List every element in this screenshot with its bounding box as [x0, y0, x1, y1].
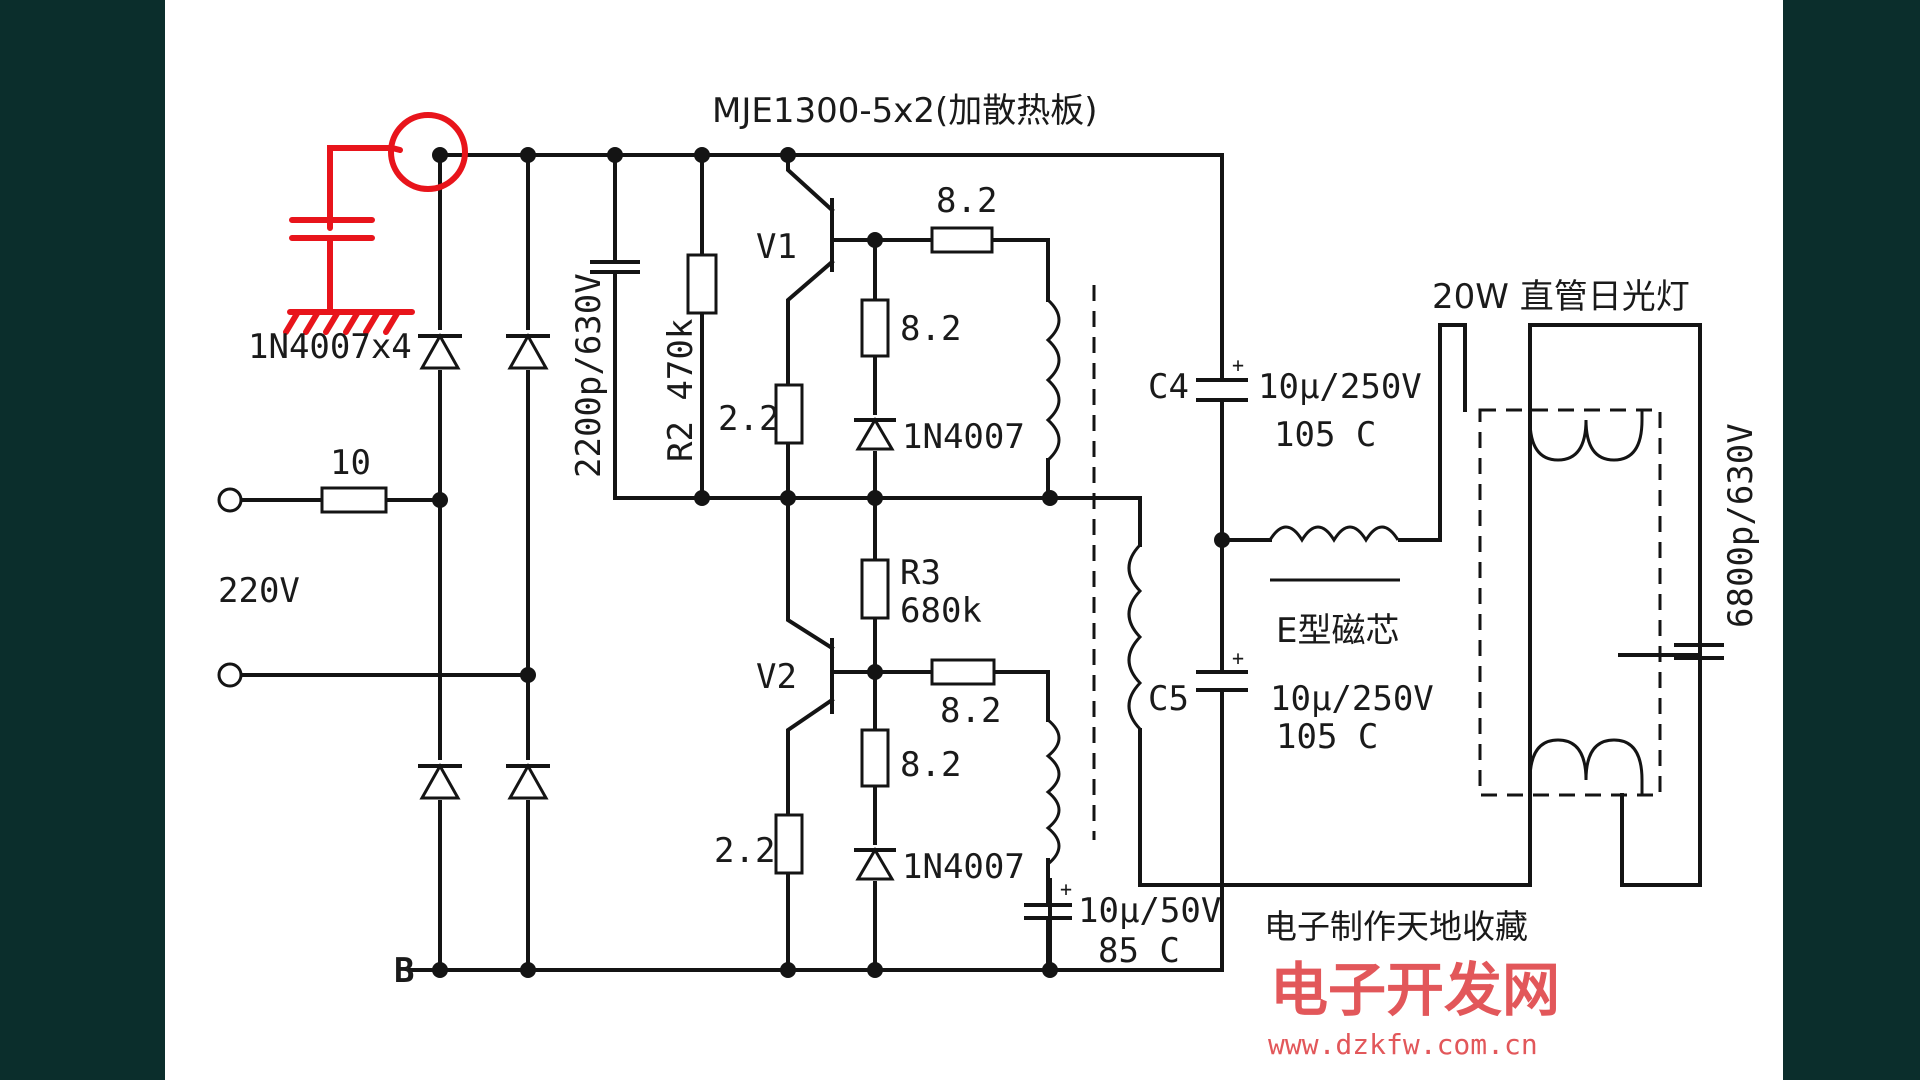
v2-base-wire: [830, 670, 1050, 722]
cap-6800p-label: 6800p/630V: [1721, 423, 1761, 628]
diode-v2-icon: [854, 845, 896, 881]
diode-d2-icon: [507, 332, 549, 370]
c5-name-label: C5: [1148, 679, 1189, 719]
cap-c4: +: [1196, 353, 1248, 402]
r-emit-v2-label: 8.2: [900, 745, 961, 785]
input-terminal-top: [217, 487, 243, 513]
v1-label: V1: [756, 227, 797, 267]
v1-collector-wire: [786, 153, 835, 213]
diode-v1-icon: [854, 415, 896, 451]
coil-feedback-1-icon: [1045, 298, 1061, 462]
v1-emitter-wire: [786, 259, 835, 500]
resistor-r-e1: [774, 383, 804, 445]
ground-node-label: B: [394, 951, 414, 991]
svg-text:+: +: [1232, 646, 1244, 670]
lamp-filament-bottom-icon: [1528, 738, 1644, 795]
ballast-inductor-icon: [1268, 525, 1400, 543]
output-loop-wire: [1138, 323, 1702, 887]
cap-6800p: [1674, 643, 1724, 660]
transistor-note-label: MJE1300-5x2(加散热板): [712, 91, 1098, 131]
diode-v2-label: 1N4007: [902, 847, 1025, 887]
r3-name-label: R3: [900, 553, 941, 593]
c5-bottom-wire: [1048, 688, 1224, 972]
r-e1-label: 2.2: [718, 399, 779, 439]
r-e2-label: 2.2: [714, 831, 775, 871]
c5-temp-label: 105 C: [1276, 717, 1378, 757]
cap-2200p: [590, 260, 640, 274]
c4-name-label: C4: [1148, 367, 1189, 407]
labels: MJE1300-5x2(加散热板) 20W 直管日光灯 1N4007x4 10 …: [218, 91, 1761, 991]
svg-text:+: +: [1232, 353, 1244, 377]
bridge-diodes-label: 1N4007x4: [248, 327, 412, 367]
diode-d3-icon: [419, 762, 461, 800]
annotation-ground-icon: [283, 309, 415, 335]
resistor-r2: [686, 253, 718, 315]
midpoint-rail: [613, 270, 1052, 500]
schematic-sheet: [165, 0, 1783, 1080]
small-cap-temp-label: 85 C: [1098, 931, 1180, 971]
svg-text:+: +: [1060, 877, 1072, 901]
r-base-v1-label: 8.2: [936, 181, 997, 221]
c4-value-label: 10μ/250V: [1258, 367, 1422, 407]
cap-c5: +: [1196, 646, 1248, 692]
r-base-v2-label: 8.2: [940, 691, 1001, 731]
primary-top-wire: [1048, 496, 1142, 547]
cap-2200p-label: 2200p/630V: [569, 273, 609, 478]
r2-label: R2 470k: [661, 319, 701, 462]
fluorescent-lamp: [1463, 323, 1662, 887]
diode-d1-icon: [419, 332, 461, 370]
coil-primary-icon: [1127, 543, 1143, 731]
v2-label: V2: [756, 657, 797, 697]
fuse-resistor-label: 10: [330, 443, 371, 483]
transformer: [1045, 285, 1143, 866]
red-annotation: [283, 112, 468, 335]
v2-emitter-wire: [786, 697, 835, 972]
annotation-wire: [327, 145, 403, 231]
resistor-r-be1: [860, 298, 890, 358]
watermark-text: 电子开发网: [1270, 956, 1560, 1024]
lamp-label: 20W 直管日光灯: [1432, 277, 1690, 317]
fuse-resistor-10: [320, 486, 388, 514]
small-cap-value-label: 10μ/50V: [1078, 891, 1221, 931]
diode-d4-icon: [507, 762, 549, 800]
watermark-url: www.dzkfw.com.cn: [1268, 1028, 1538, 1061]
coil-feedback-2-icon: [1045, 718, 1061, 866]
mains-voltage-label: 220V: [218, 571, 300, 611]
r-emit-v1-label: 8.2: [900, 309, 961, 349]
v2-collector-wire: [786, 496, 835, 651]
ballast-right-wire: [1398, 323, 1442, 542]
e-core-label: E型磁芯: [1276, 611, 1399, 651]
cap-small: +: [1024, 877, 1072, 920]
lamp-filament-top-icon: [1528, 410, 1644, 462]
watermark: 电子开发网 www.dzkfw.com.cn: [1268, 956, 1560, 1061]
resistor-r-be2: [860, 728, 890, 788]
annotation-circle: [388, 112, 468, 192]
collection-note-label: 电子制作天地收藏: [1264, 907, 1528, 946]
resistor-r-e2: [774, 813, 804, 875]
c4-temp-label: 105 C: [1274, 415, 1376, 455]
resistor-r-b2: [930, 658, 996, 686]
lamp-tube: [1478, 408, 1662, 797]
r3-value-label: 680k: [900, 591, 982, 631]
resistor-r3: [860, 558, 890, 620]
c5-value-label: 10μ/250V: [1270, 679, 1434, 719]
bridge-diodes: [418, 330, 550, 800]
junction-dots: [432, 147, 1230, 978]
resistor-r-b1: [930, 226, 994, 254]
input-terminal-bottom: [217, 662, 243, 688]
diode-v1-label: 1N4007: [902, 417, 1025, 457]
